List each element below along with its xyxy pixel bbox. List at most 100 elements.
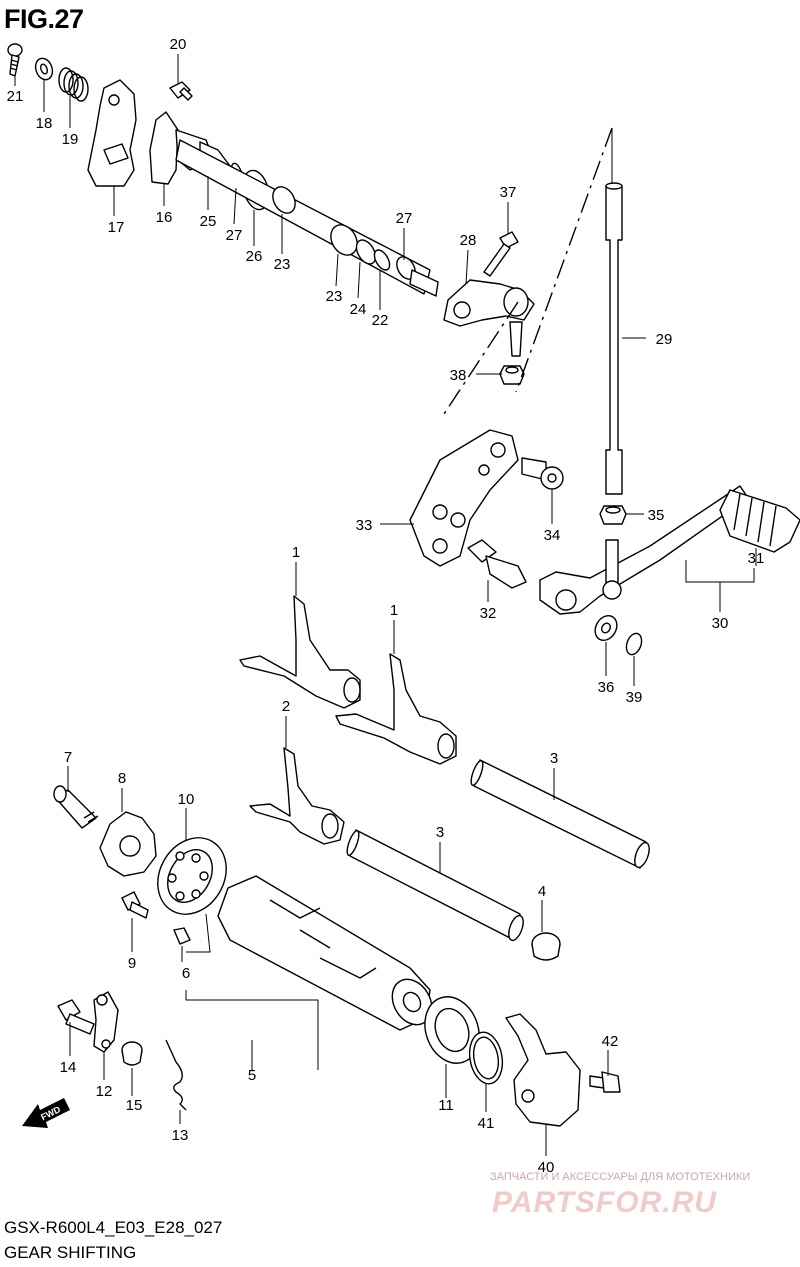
callout-42: 42 — [602, 1033, 619, 1050]
parts-drawings — [7, 43, 800, 1127]
callout-3b: 3 — [436, 824, 444, 841]
callout-18: 18 — [36, 115, 53, 132]
gearshift-shaft — [175, 139, 439, 297]
callout-33: 33 — [356, 517, 373, 534]
part-21-screw — [7, 43, 23, 77]
callout-6: 6 — [182, 965, 190, 982]
part-19-spring — [58, 67, 89, 102]
callout-23a: 23 — [274, 256, 291, 273]
part-2-shift-fork — [249, 747, 345, 845]
callout-1a: 1 — [292, 544, 300, 561]
model-code: GSX-R600L4_E03_E28_027 — [4, 1218, 223, 1237]
figure-title: FIG.27 — [4, 4, 84, 34]
part-28-rod-end — [509, 321, 523, 357]
part-18-washer — [34, 57, 54, 81]
part-38-nut — [499, 365, 525, 385]
part-8-cam-plate — [99, 811, 157, 877]
part-3-fork-shaft-b — [346, 829, 524, 942]
callout-16: 16 — [156, 209, 173, 226]
leader-23b — [335, 253, 339, 287]
callout-12: 12 — [96, 1083, 113, 1100]
part-13-spring — [165, 1039, 187, 1111]
part-9-bolt — [121, 891, 149, 919]
leader-lines — [14, 54, 757, 1156]
callout-1b: 1 — [390, 602, 398, 619]
leader-28 — [465, 249, 469, 285]
callout-40: 40 — [538, 1159, 555, 1176]
callout-4: 4 — [538, 883, 546, 900]
callout-10: 10 — [178, 791, 195, 808]
part-35-nut — [599, 505, 627, 525]
alignment-lines — [443, 127, 613, 415]
watermark-text: ЗАПЧАСТИ И АКСЕССУАРЫ ДЛЯ МОТОТЕХНИКИ — [490, 1171, 751, 1183]
part-12-stopper — [93, 991, 119, 1053]
part-4-plug — [531, 932, 561, 961]
callout-37: 37 — [500, 184, 517, 201]
part-10-bearing — [157, 837, 227, 915]
part-15-collar — [121, 1041, 143, 1066]
part-34-bolt — [521, 457, 564, 490]
callout-31: 31 — [748, 550, 765, 567]
leader-24 — [357, 261, 361, 299]
part-17-stopper-plate — [87, 79, 137, 187]
callout-3a: 3 — [550, 750, 558, 767]
part-5-gearshift-cam — [217, 875, 433, 1031]
callout-11: 11 — [438, 1097, 454, 1114]
part-28-shift-lever — [443, 279, 535, 327]
callout-36: 36 — [598, 679, 615, 696]
callout-27a: 27 — [226, 227, 243, 244]
callout-39: 39 — [626, 689, 643, 706]
callout-27b: 27 — [396, 210, 413, 227]
watermark-logo: PARTSFOR.RU — [492, 1186, 717, 1219]
callout-21: 21 — [7, 88, 24, 105]
callout-24: 24 — [350, 301, 367, 318]
callout-7: 7 — [64, 749, 72, 766]
callout-2: 2 — [282, 698, 290, 715]
part-1-shift-fork-b — [335, 653, 457, 765]
part-20-bolt — [169, 81, 193, 101]
callout-29: 29 — [656, 331, 673, 348]
callout-35: 35 — [648, 507, 665, 524]
part-36-washer — [594, 614, 618, 642]
part-11-bearing — [424, 996, 480, 1064]
callout-17: 17 — [108, 219, 125, 236]
part-1-shift-fork-a — [239, 595, 361, 709]
callout-38: 38 — [450, 367, 467, 384]
part-7-pin — [53, 785, 99, 829]
leader-27a — [233, 187, 237, 225]
callout-19: 19 — [62, 131, 79, 148]
callout-41: 41 — [478, 1115, 495, 1132]
part-29-gearshift-rod — [605, 182, 623, 495]
callout-20: 20 — [170, 36, 187, 53]
callout-22: 22 — [372, 312, 389, 329]
callout-25: 25 — [200, 213, 217, 230]
part-30-gearshift-lever — [539, 485, 749, 615]
callout-30: 30 — [712, 615, 729, 632]
callout-28: 28 — [460, 232, 477, 249]
callout-8: 8 — [118, 770, 126, 787]
part-3-fork-shaft-a — [470, 759, 650, 869]
part-37-bolt — [483, 231, 519, 277]
callout-34: 34 — [544, 527, 561, 544]
part-42-bolt — [589, 1071, 621, 1093]
callout-32: 32 — [480, 605, 497, 622]
part-14-bolt — [57, 999, 95, 1035]
part-6-pin — [173, 927, 191, 945]
callout-23b: 23 — [326, 288, 343, 305]
callout-14: 14 — [60, 1059, 77, 1076]
part-32-pivot-bolt — [467, 539, 527, 589]
callout-numbers: 21 18 19 17 20 16 25 27 26 23 23 24 22 2… — [7, 36, 765, 1176]
fwd-arrow-icon: FWD — [22, 1098, 70, 1128]
part-40-cam-cover — [505, 1013, 581, 1127]
part-39-circlip — [625, 632, 643, 656]
section-title: GEAR SHIFTING — [4, 1243, 137, 1262]
part-31-footpeg-rubber — [719, 489, 800, 553]
callout-13: 13 — [172, 1127, 189, 1144]
part-33-bracket — [409, 429, 519, 567]
part-41-o-ring — [468, 1031, 504, 1085]
callout-26: 26 — [246, 248, 263, 265]
callout-5: 5 — [248, 1067, 256, 1084]
callout-9: 9 — [128, 955, 136, 972]
callout-15: 15 — [126, 1097, 143, 1114]
